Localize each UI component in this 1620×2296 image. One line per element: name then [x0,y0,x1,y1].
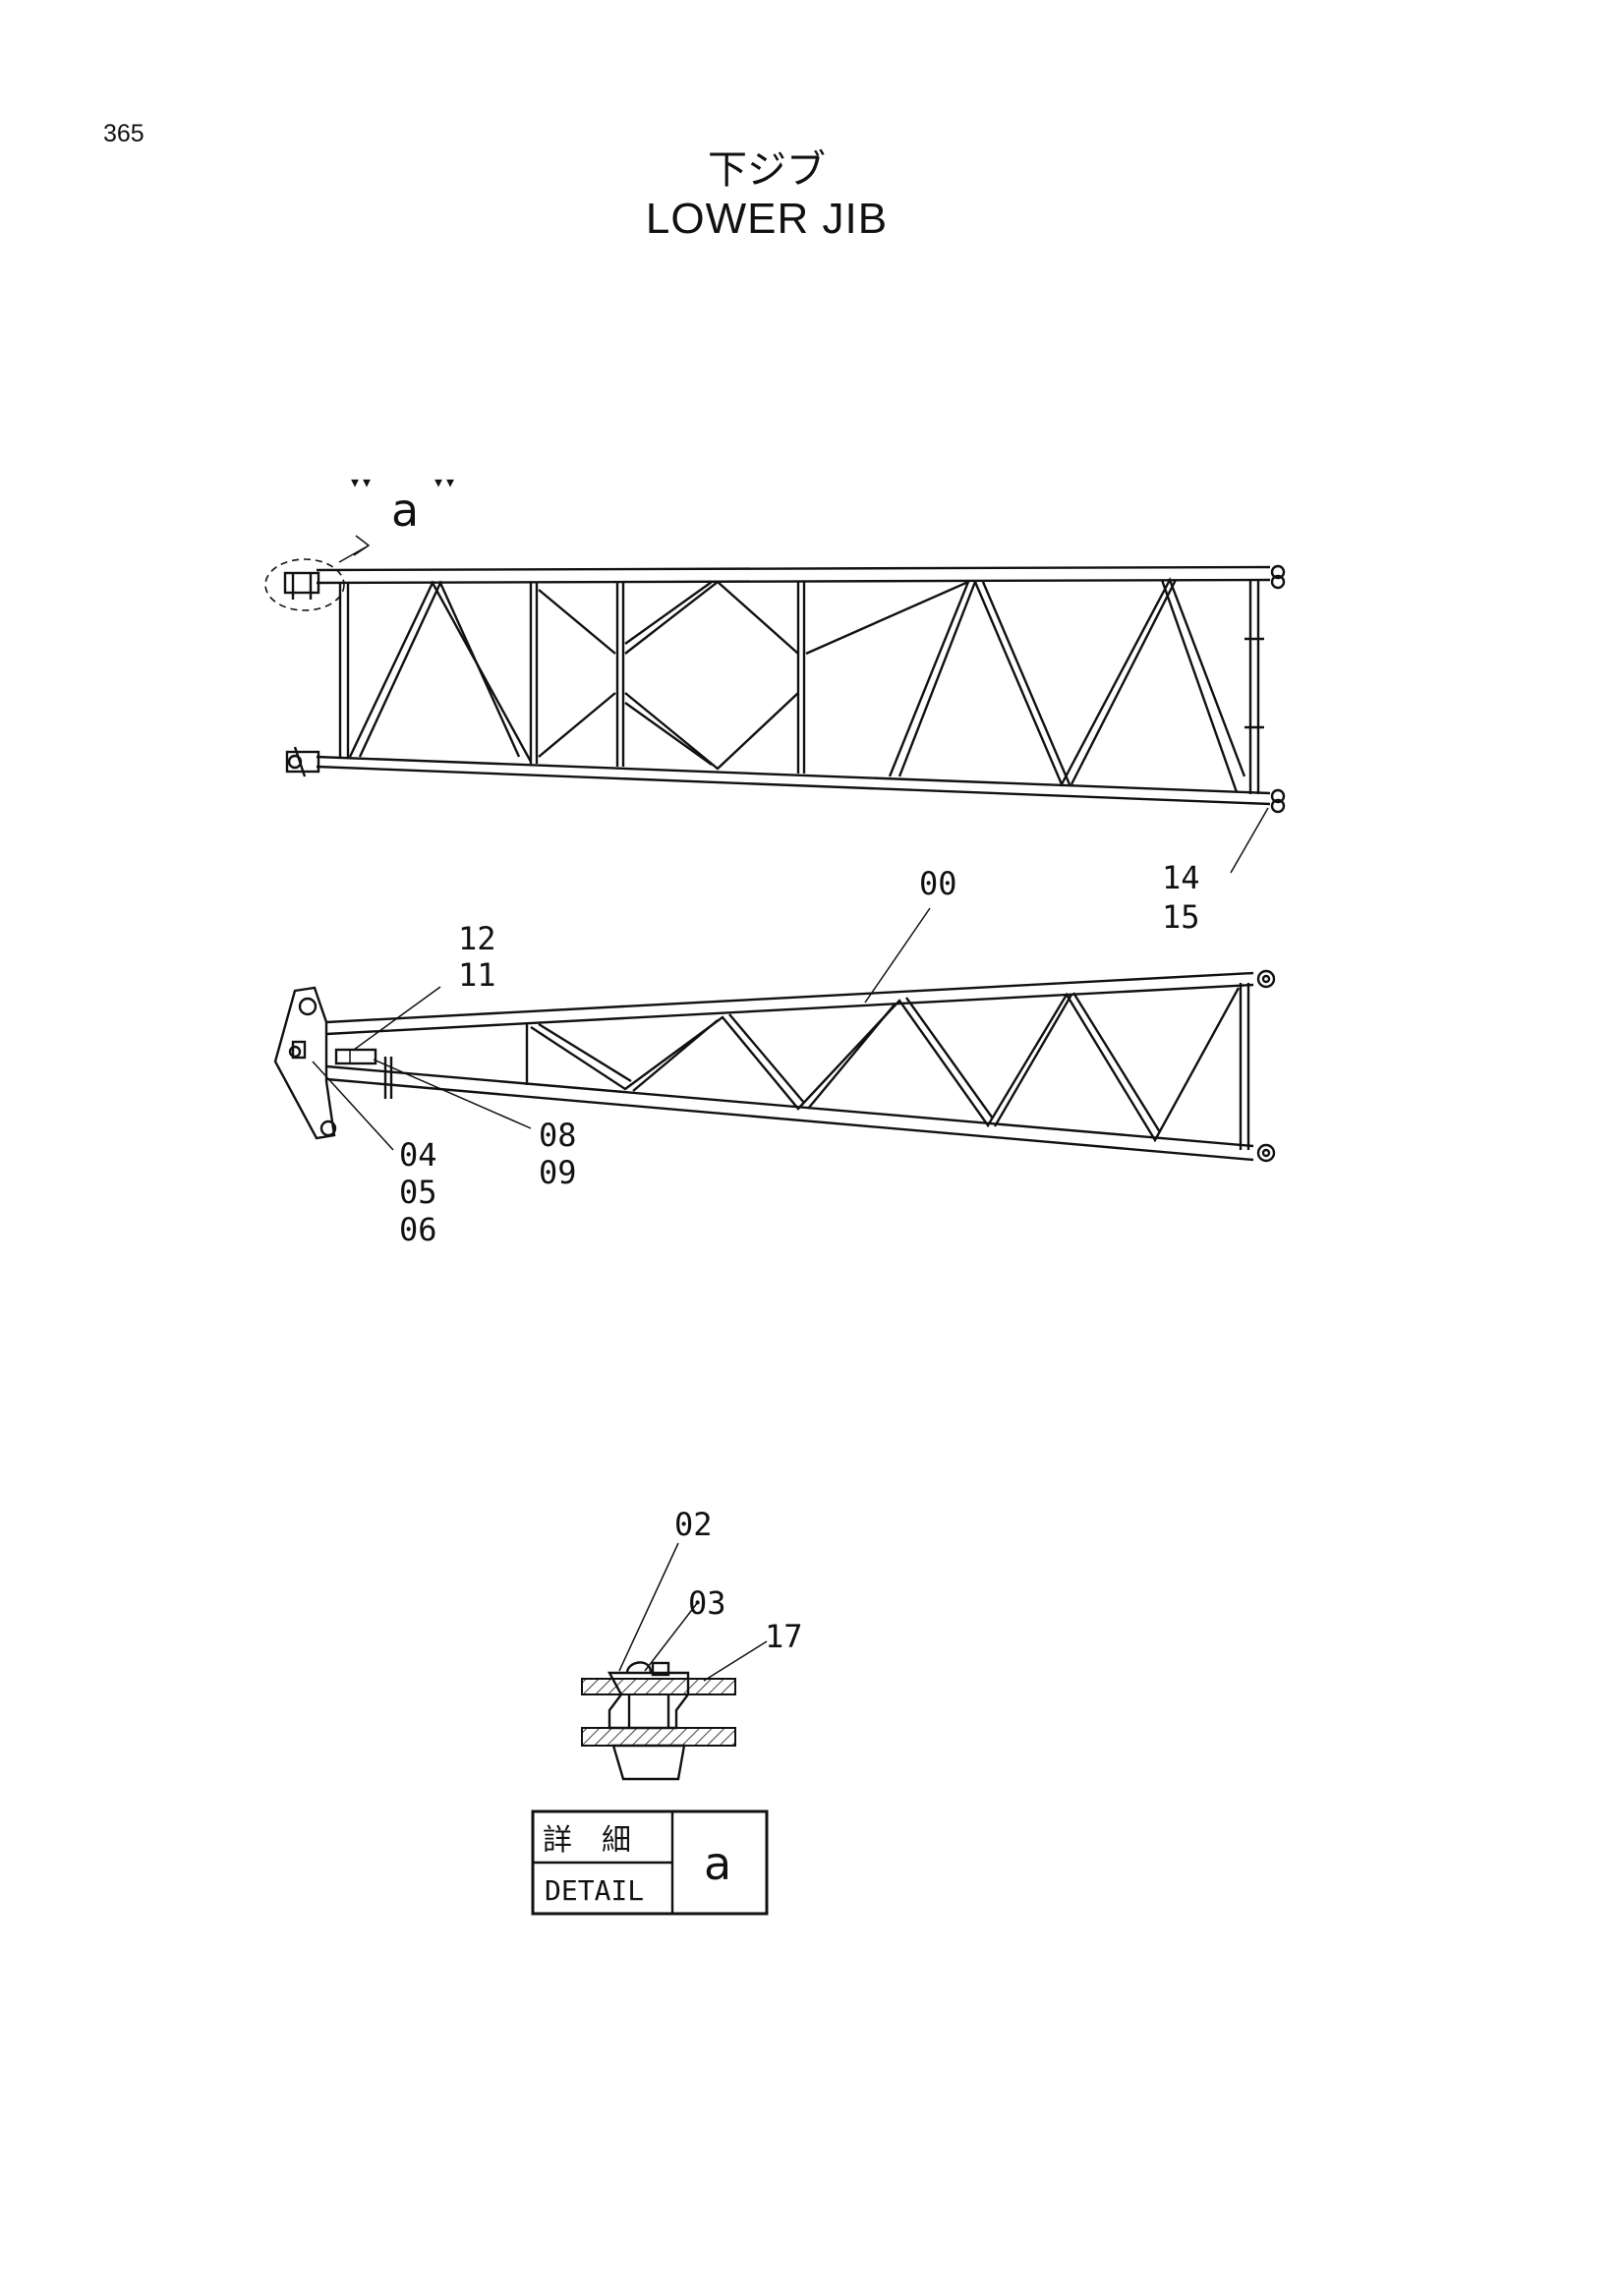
detail-label-jp: 詳 細 [543,1823,631,1858]
callout-00: 00 [919,865,957,902]
page-number: 365 [103,120,145,147]
leader-04 [312,1061,394,1151]
title-japanese: 下ジブ [708,147,826,193]
callout-05: 05 [399,1174,437,1211]
callout-02: 02 [674,1506,713,1543]
view-marker-label: ▾▾ [349,470,373,493]
detail-label-box: 詳 細 DETAIL a [531,1809,769,1916]
jib-plan-view: 00 12 11 08 09 04 05 06 [273,865,1276,1248]
detail-label-en: DETAIL [545,1874,644,1907]
callout-15: 15 [1162,898,1200,936]
detail-circle [264,558,345,611]
callout-04: 04 [399,1136,437,1174]
leader-11 [353,986,441,1051]
leader-08 [373,1059,532,1129]
callout-06: 06 [399,1211,437,1248]
leader-02 [618,1542,679,1672]
jib-side-view: ▾▾ a ▾▾ [264,470,1286,936]
title-english: LOWER JIB [645,195,889,243]
callout-12: 12 [458,920,496,957]
callout-17: 17 [765,1618,803,1655]
view-marker-arrow [338,535,371,563]
view-marker-letter: a [391,484,419,537]
leader-00 [864,907,931,1004]
callout-08: 08 [539,1117,577,1154]
leader-03 [644,1601,699,1672]
detail-label-letter: a [704,1837,731,1890]
leader-14 [1230,807,1269,874]
callout-11: 11 [458,956,496,994]
callout-03: 03 [688,1584,726,1622]
callout-09: 09 [539,1154,577,1191]
detail-a-view: 02 03 17 詳 細 DETAIL a [531,1506,803,1916]
callout-14: 14 [1162,859,1200,896]
view-marker-label-right: ▾▾ [433,470,456,493]
leader-17 [703,1640,768,1682]
